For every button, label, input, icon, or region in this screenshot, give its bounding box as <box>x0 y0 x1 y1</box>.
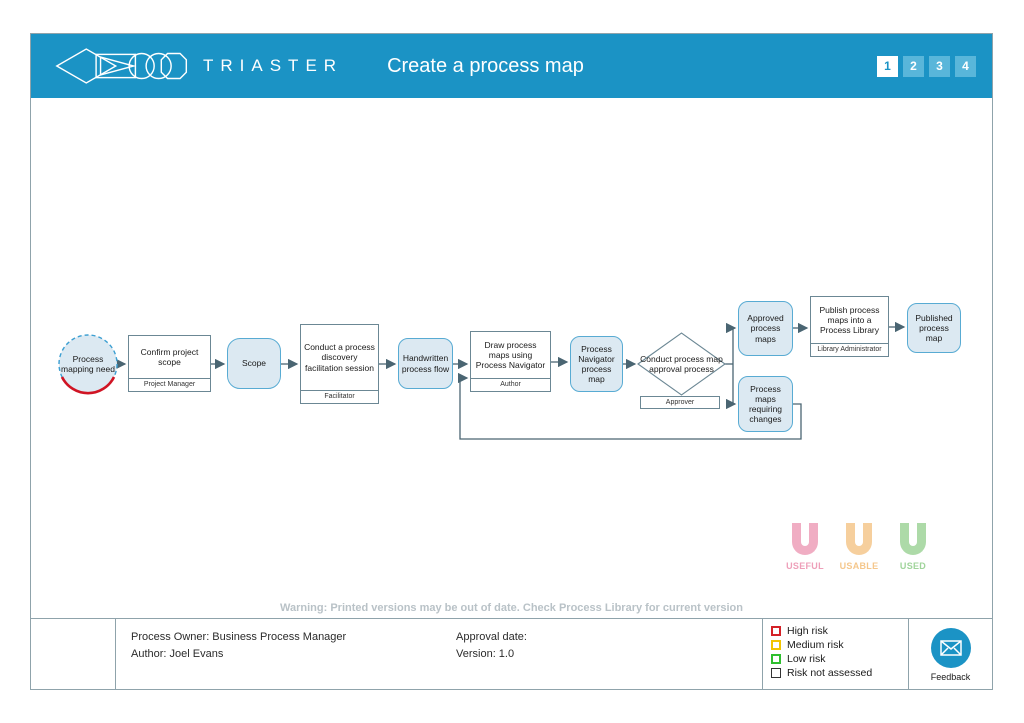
node-publish-process-maps[interactable]: Publish process maps into a Process Libr… <box>810 296 889 357</box>
not-assessed-swatch-icon <box>771 668 781 678</box>
feedback-button[interactable] <box>930 627 971 668</box>
u-icon <box>846 523 872 555</box>
tab-page-4[interactable]: 4 <box>955 55 976 77</box>
node-label: Conduct a process discovery facilitation… <box>304 342 375 373</box>
flowchart-connectors <box>58 321 906 440</box>
process-map-document: TRIASTER Create a process map 1 2 3 4 <box>30 33 993 690</box>
node-label: Draw process maps using Process Navigato… <box>475 339 546 370</box>
footer-info-cell: Process Owner: Business Process Manager … <box>116 619 762 690</box>
legend-label: Risk not assessed <box>787 667 873 679</box>
badge-label: USED <box>899 561 927 571</box>
badge-label: USEFUL <box>786 561 824 571</box>
node-label: Confirm project scope <box>140 346 199 367</box>
node-process-mapping-need[interactable]: Process mapping need <box>61 353 115 374</box>
header-bar: TRIASTER Create a process map 1 2 3 4 <box>31 34 992 98</box>
role-facilitator: Facilitator <box>301 390 378 403</box>
node-published-process-map[interactable]: Published process map <box>907 303 961 353</box>
brand-name: TRIASTER <box>203 56 344 75</box>
medium-risk-swatch-icon <box>771 640 781 650</box>
role-approver: Approver <box>640 396 720 409</box>
badge-usable: USABLE <box>837 523 881 571</box>
role-library-administrator: Library Administrator <box>811 343 888 356</box>
legend-medium-risk: Medium risk <box>771 639 908 651</box>
badge-label: USABLE <box>839 561 879 571</box>
node-scope[interactable]: Scope <box>227 338 281 389</box>
u-icon <box>792 523 818 555</box>
version-text: Version: 1.0 <box>456 647 515 660</box>
arrow-decision-to-approved <box>725 322 737 364</box>
low-risk-swatch-icon <box>771 654 781 664</box>
legend-low-risk: Low risk <box>771 653 908 665</box>
page-title: Create a process map <box>387 54 584 77</box>
tab-page-3[interactable]: 3 <box>929 55 950 77</box>
triaster-logo-icon <box>55 48 188 84</box>
arrow-rework-loop <box>457 372 802 440</box>
node-handwritten-process-flow[interactable]: Handwritten process flow <box>398 338 453 389</box>
print-warning-text: Warning: Printed versions may be out of … <box>280 602 743 614</box>
u-icon <box>900 523 926 555</box>
node-maps-requiring-changes[interactable]: Process maps requiring changes <box>738 376 793 432</box>
legend-label: Medium risk <box>787 639 844 651</box>
page-tabs: 1 2 3 4 <box>877 55 976 77</box>
arrow-decision-to-requiring <box>725 364 737 410</box>
start-circle-risk-arc <box>60 376 116 395</box>
tab-page-1[interactable]: 1 <box>877 55 898 77</box>
risk-legend: High risk Medium risk Low risk Risk not … <box>762 619 908 690</box>
legend-risk-not-assessed: Risk not assessed <box>771 667 908 679</box>
envelope-icon <box>939 639 962 656</box>
node-label: Publish process maps into a Process Libr… <box>819 304 880 335</box>
footer-empty-cell <box>31 619 116 690</box>
decision-diamond-shape[interactable] <box>637 332 726 396</box>
useful-usable-used-badges: USEFUL USABLE USED <box>783 523 935 571</box>
role-project-manager: Project Manager <box>129 378 210 391</box>
author-text: Author: Joel Evans <box>131 647 224 660</box>
legend-high-risk: High risk <box>771 625 908 637</box>
node-process-navigator-map[interactable]: Process Navigator process map <box>570 336 623 392</box>
process-owner-text: Process Owner: Business Process Manager <box>131 631 347 643</box>
node-approved-process-maps[interactable]: Approved process maps <box>738 301 793 356</box>
feedback-label: Feedback <box>930 671 971 682</box>
badge-useful: USEFUL <box>783 523 827 571</box>
tab-page-2[interactable]: 2 <box>903 55 924 77</box>
approval-date-text: Approval date: <box>456 631 527 643</box>
legend-label: High risk <box>787 625 828 637</box>
node-discovery-session[interactable]: Conduct a process discovery facilitation… <box>300 324 379 404</box>
flowchart-canvas: Process mapping need Confirm project sco… <box>31 98 992 618</box>
footer-bar: Process Owner: Business Process Manager … <box>31 618 992 690</box>
node-approval-decision-label: Conduct process map approval process <box>640 353 723 374</box>
role-author: Author <box>471 378 550 391</box>
badge-used: USED <box>891 523 935 571</box>
legend-label: Low risk <box>787 653 826 665</box>
node-draw-process-maps[interactable]: Draw process maps using Process Navigato… <box>470 331 551 392</box>
high-risk-swatch-icon <box>771 626 781 636</box>
node-confirm-project-scope[interactable]: Confirm project scope Project Manager <box>128 335 211 392</box>
feedback-cell: Feedback <box>908 619 992 690</box>
